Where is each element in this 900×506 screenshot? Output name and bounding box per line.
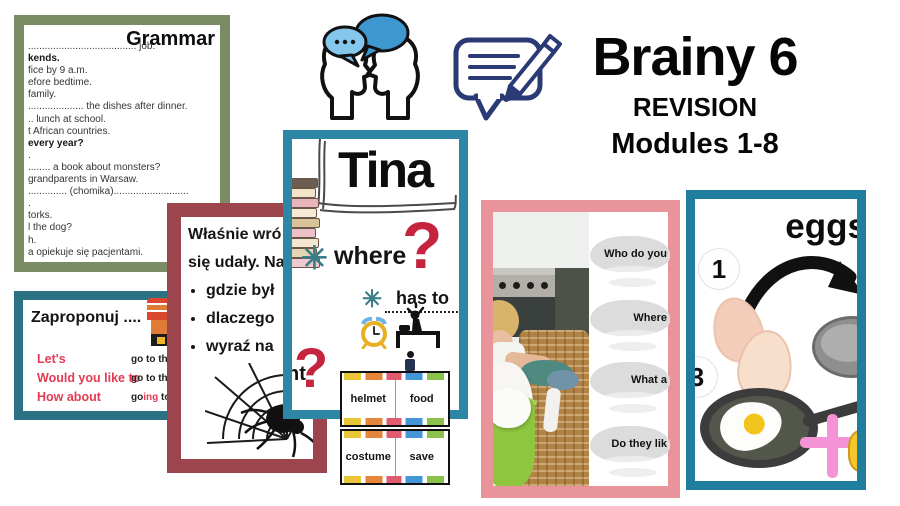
grammar-line: l the dog? (28, 222, 72, 234)
tina-title: Tina (338, 142, 434, 198)
grammar-line: .. lunch at school. (28, 113, 106, 125)
asterisk-icon: ✳ (301, 240, 328, 276)
alarm-clock-icon (361, 316, 387, 349)
book-stack-icon (292, 178, 320, 268)
suggest-row: Let's go to the (37, 350, 301, 369)
grammar-line: a opiekuje się pacjentami. (28, 246, 144, 258)
grammar-line: h. (28, 234, 37, 246)
grammar-line: torks. (28, 210, 53, 222)
grammar-heading: Grammar (126, 28, 215, 50)
step-number-badge: 1 (698, 248, 740, 290)
task-bullet: gdzie był (206, 277, 313, 305)
task-line: Właśnie wró (188, 226, 282, 243)
title-block: Brainy 6 REVISION Modules 1-8 (560, 28, 830, 161)
writing-bubble-icon (453, 34, 562, 121)
discussion-heads-icon (320, 13, 420, 120)
frying-pan-icon (700, 388, 818, 468)
butter-icon (848, 430, 857, 472)
grammar-line: t African countries. (28, 125, 111, 137)
plus-sign (800, 437, 857, 448)
grammar-line: . (28, 198, 31, 210)
grammar-line: family. (28, 89, 57, 101)
task-instructions: Właśnie wró się udały. Na gdzie był dlac… (188, 221, 313, 361)
grammar-line: ........ a book about monsters? (28, 161, 161, 173)
page-subtitle: REVISION (632, 92, 758, 122)
speech-bubble-icon (322, 13, 410, 68)
question-word: where (334, 242, 407, 270)
curved-arrow-icon (741, 256, 857, 316)
grammar-line: ....................................... … (28, 41, 156, 52)
grammar-exercise-lines: ....................................... … (28, 41, 218, 259)
grammar-line: efore bedtime. (28, 77, 92, 89)
task-line: się udały. Na (188, 254, 285, 271)
suggestion-starter: How about (37, 390, 101, 404)
sitting-person-icon (404, 351, 416, 372)
suggest-heading: Zaproponuj .... (31, 309, 142, 326)
spider-web-icon (205, 363, 313, 458)
vocab-cell[interactable]: save (394, 438, 449, 476)
suggest-row: Would you like to go to the c (37, 369, 301, 388)
question-phrase: has to (396, 288, 450, 308)
grammar-line: .............. (chomika)................… (28, 186, 189, 198)
suggestion-starter: Let's (37, 352, 66, 366)
grammar-line: .................... the dishes after di… (28, 101, 188, 113)
grammar-card[interactable]: Grammar ................................… (14, 15, 230, 272)
flashcard-row: helmet food (340, 371, 450, 427)
grammar-line: fice by 9 a.m. (28, 65, 88, 77)
question-stroke: What a (590, 362, 670, 398)
question-stroke: Do they lik (590, 426, 670, 462)
question-stroke: Where (590, 300, 670, 336)
pencil-icon (504, 34, 562, 102)
question-stroke: Who do you (590, 236, 670, 272)
color-stripe (342, 431, 448, 438)
task-bullet: dlaczego (206, 305, 313, 333)
question-mark: ? (402, 208, 443, 282)
step-number-badge: 3 (695, 356, 718, 398)
photo-card[interactable]: Who do you Where What a Do they lik (481, 200, 680, 498)
eggs-heading: eggs (785, 207, 866, 246)
grammar-line: kends. (28, 53, 60, 65)
vocab-flashcard-table[interactable]: helmet food costume save (340, 371, 450, 487)
page-title: Brainy 6 (592, 27, 798, 87)
brush-swoosh (609, 468, 657, 477)
task-bullets: gdzie był dlaczego wyraź na (188, 277, 313, 361)
wake-up-person-icon (396, 304, 440, 348)
suggestion-phrase: go to the c (131, 373, 182, 384)
vocab-cell[interactable]: food (394, 380, 449, 418)
brush-swoosh (609, 342, 657, 351)
grammar-line: . (28, 149, 31, 161)
grammar-line: every year? (28, 137, 84, 149)
color-stripe (342, 476, 448, 483)
eggs-card[interactable]: eggs 1 3 (686, 190, 866, 490)
asterisk-icon: ✳ (362, 286, 383, 313)
color-stripe (342, 418, 448, 425)
task-bullet: wyraź na (206, 333, 313, 361)
vocab-cell[interactable]: costume (345, 451, 391, 463)
suggestion-phrase: go to the (131, 354, 174, 365)
vocab-cell[interactable]: helmet (350, 393, 386, 405)
laundry-photo (493, 212, 589, 486)
tina-card[interactable]: Tina ✳ where ? ✳ has to (283, 130, 468, 419)
grammar-line: grandparents in Warsaw. (28, 174, 139, 186)
modules-label: Modules 1-8 (611, 128, 779, 160)
dotted-line (385, 311, 459, 313)
flashcard-row: costume save (340, 429, 450, 485)
question-mark: ? (294, 336, 329, 399)
clipped-word: nt (287, 363, 306, 385)
color-stripe (342, 373, 448, 380)
brush-swoosh (609, 278, 657, 287)
suggestion-starter: Would you like to (37, 371, 141, 385)
brush-swoosh (609, 404, 657, 413)
